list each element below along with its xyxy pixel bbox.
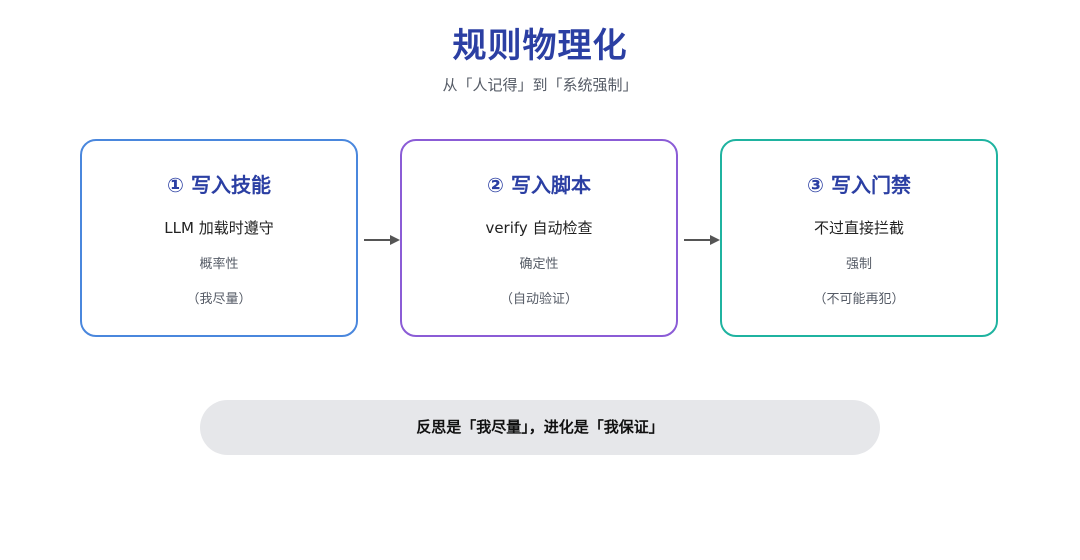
summary-banner: 反思是「我尽量」，进化是「我保证」 xyxy=(200,400,880,455)
step-property: 强制 xyxy=(845,257,872,272)
step-description: 不过直接拦截 xyxy=(813,219,904,237)
step-heading: ① 写入技能 xyxy=(167,173,271,197)
step-heading: ② 写入脚本 xyxy=(487,173,591,197)
page-subtitle: 从「人记得」到「系统强制」 xyxy=(442,76,638,94)
step-note: （自动验证） xyxy=(499,292,578,307)
step-note: （我尽量） xyxy=(186,292,252,307)
step-card-script: ② 写入脚本 verify 自动检查 确定性 （自动验证） xyxy=(400,139,678,337)
step-card-skill: ① 写入技能 LLM 加载时遵守 概率性 （我尽量） xyxy=(80,139,358,337)
step-card-gate: ③ 写入门禁 不过直接拦截 强制 （不可能再犯） xyxy=(720,139,998,337)
step-description: LLM 加载时遵守 xyxy=(164,219,274,237)
step-property: 概率性 xyxy=(199,257,239,272)
step-description: verify 自动检查 xyxy=(485,219,593,237)
step-heading: ③ 写入门禁 xyxy=(807,173,911,197)
step-note: （不可能再犯） xyxy=(813,292,905,307)
page-title: 规则物理化 xyxy=(452,26,628,66)
step-property: 确定性 xyxy=(519,257,559,272)
arrow-right-icon xyxy=(364,235,400,245)
arrow-right-icon xyxy=(684,235,720,245)
